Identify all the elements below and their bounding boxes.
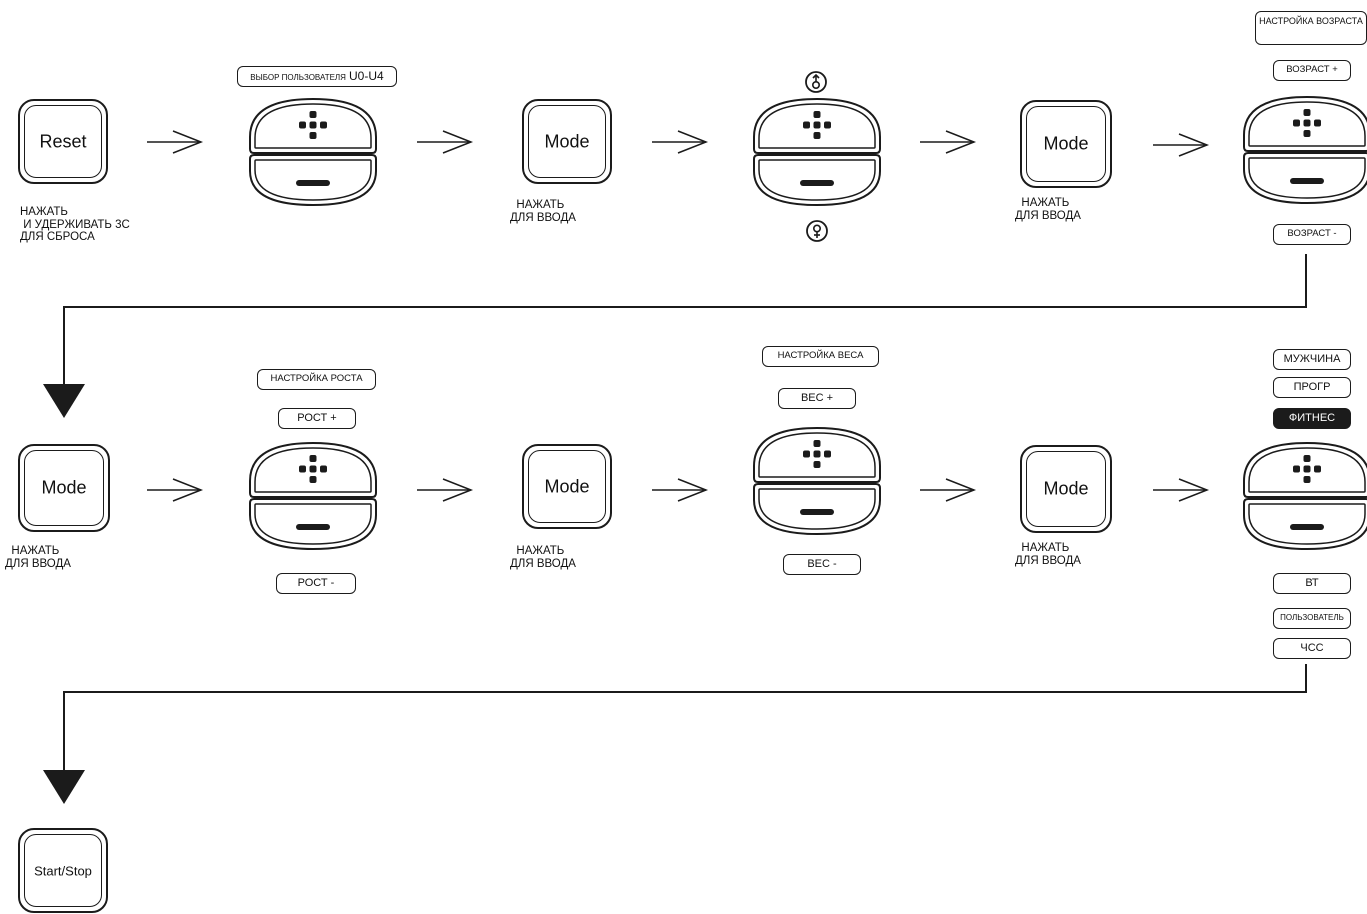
mode-key-3[interactable]: Mode <box>18 444 110 532</box>
arrowhead-down-row2 <box>43 384 85 418</box>
weight-plus-label: ВЕС + <box>778 388 856 409</box>
mode-key-2[interactable]: Mode <box>1020 100 1112 188</box>
arrow-right-10 <box>1153 478 1210 502</box>
plus-minus-keypad-program[interactable] <box>1242 441 1367 551</box>
minus-icon <box>296 180 330 186</box>
mode-key-label: Mode <box>544 131 590 151</box>
minus-key[interactable] <box>753 483 881 536</box>
mode-key-1[interactable]: Mode <box>522 99 612 184</box>
plus-icon <box>1293 109 1321 137</box>
height-minus-label: РОСТ - <box>276 573 356 594</box>
start-stop-key[interactable]: Start/Stop <box>18 828 108 913</box>
connector-row2-to-start <box>63 664 1307 772</box>
mode-key-5[interactable]: Mode <box>1020 445 1112 533</box>
program-bt-label: ВТ <box>1273 573 1351 594</box>
arrow-right-4 <box>920 130 977 154</box>
arrow-right-9 <box>920 478 977 502</box>
mode-key-label: Mode <box>1043 478 1089 499</box>
mode-caption-5: НАЖАТЬ ДЛЯ ВВОДА <box>1015 542 1081 567</box>
plus-key[interactable] <box>249 97 377 154</box>
plus-minus-keypad-weight[interactable] <box>752 426 882 536</box>
plus-minus-keypad-gender[interactable] <box>752 97 882 207</box>
age-setting-label: НАСТРОЙКА ВОЗРАСТА <box>1255 11 1367 45</box>
mode-key-label: Mode <box>1043 133 1089 154</box>
arrow-right-1 <box>147 130 204 154</box>
reset-key-label: Reset <box>39 131 87 151</box>
plus-icon <box>299 111 327 139</box>
minus-key[interactable] <box>1243 498 1367 551</box>
mode-key-label: Mode <box>41 477 87 498</box>
reset-key[interactable]: Reset <box>18 99 108 184</box>
minus-icon <box>1290 178 1324 184</box>
user-select-label: ВЫБОР ПОЛЬЗОВАТЕЛЯ U0-U4 <box>237 66 397 87</box>
mode-caption-3: НАЖАТЬ ДЛЯ ВВОДА <box>5 545 71 570</box>
minus-key[interactable] <box>249 498 377 551</box>
weight-setting-label: НАСТРОЙКА ВЕСА <box>762 346 879 367</box>
mode-caption-2: НАЖАТЬ ДЛЯ ВВОДА <box>1015 197 1081 222</box>
minus-key[interactable] <box>1243 152 1367 205</box>
age-plus-label: ВОЗРАСТ + <box>1273 60 1351 81</box>
arrow-right-6 <box>147 478 204 502</box>
mode-caption-1: НАЖАТЬ ДЛЯ ВВОДА <box>510 199 576 224</box>
program-user-label: ПОЛЬЗОВАТЕЛЬ <box>1273 608 1351 629</box>
reset-caption: НАЖАТЬ И УДЕРЖИВАТЬ 3С ДЛЯ СБРОСА <box>20 206 130 243</box>
minus-icon <box>1290 524 1324 530</box>
minus-key[interactable] <box>249 154 377 207</box>
plus-key[interactable] <box>753 426 881 483</box>
weight-minus-label: ВЕС - <box>783 554 861 575</box>
plus-icon <box>803 111 831 139</box>
program-progr-label: ПРОГР <box>1273 377 1351 398</box>
age-minus-label: ВОЗРАСТ - <box>1273 224 1351 245</box>
plus-key[interactable] <box>249 441 377 498</box>
male-symbol-icon <box>805 71 827 93</box>
minus-icon <box>296 524 330 530</box>
plus-key[interactable] <box>1243 441 1367 498</box>
program-male-label: МУЖЧИНА <box>1273 349 1351 370</box>
mode-key-4[interactable]: Mode <box>522 444 612 529</box>
arrow-right-5 <box>1153 133 1210 157</box>
plus-icon <box>299 455 327 483</box>
program-fitness-label: ФИТНЕС <box>1273 408 1351 429</box>
arrowhead-down-start <box>43 770 85 804</box>
plus-minus-keypad-height[interactable] <box>248 441 378 551</box>
plus-minus-keypad-age[interactable] <box>1242 95 1367 205</box>
plus-icon <box>1293 455 1321 483</box>
start-stop-key-label: Start/Stop <box>34 863 92 878</box>
plus-key[interactable] <box>753 97 881 154</box>
program-hrc-label: ЧСС <box>1273 638 1351 659</box>
minus-icon <box>800 509 834 515</box>
minus-icon <box>800 180 834 186</box>
arrow-right-2 <box>417 130 474 154</box>
minus-key[interactable] <box>753 154 881 207</box>
height-plus-label: РОСТ + <box>278 408 356 429</box>
height-setting-label: НАСТРОЙКА РОСТА <box>257 369 376 390</box>
arrow-right-8 <box>652 478 709 502</box>
plus-icon <box>803 440 831 468</box>
plus-minus-keypad-user[interactable] <box>248 97 378 207</box>
mode-caption-4: НАЖАТЬ ДЛЯ ВВОДА <box>510 545 576 570</box>
arrow-right-3 <box>652 130 709 154</box>
connector-row1-to-row2 <box>63 254 1307 386</box>
female-symbol-icon <box>806 220 828 242</box>
mode-key-label: Mode <box>544 476 590 496</box>
plus-key[interactable] <box>1243 95 1367 152</box>
arrow-right-7 <box>417 478 474 502</box>
